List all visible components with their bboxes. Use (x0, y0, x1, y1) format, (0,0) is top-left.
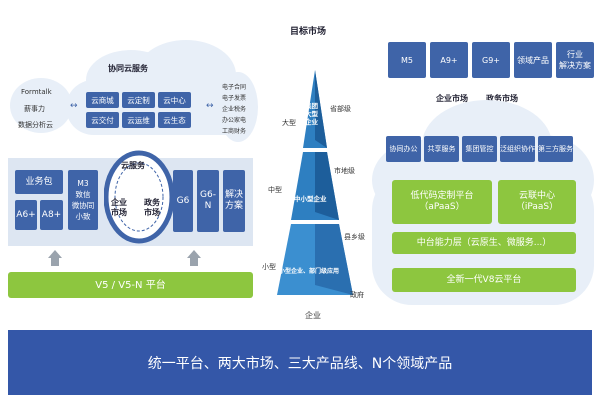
right-small-cloud (218, 72, 258, 142)
a6-plus-tile: A6+ (15, 200, 37, 230)
side-label-county: 县乡级 (344, 233, 365, 241)
top-product-tile: 行业 解决方案 (556, 42, 594, 78)
lowcode-tile: 低代码定制平台 （aPaaS） (392, 180, 492, 224)
cloud-center-tile: 云联中心 （iPaaS） (498, 180, 576, 224)
service-tile: 泛组织协作 (500, 136, 535, 162)
pyramid (275, 70, 355, 300)
left-small-cloud (10, 68, 72, 138)
cloud-service-tile: 云定制 (122, 92, 155, 108)
size-small: 小型 (262, 263, 276, 271)
service-tile: 第三方服务 (538, 136, 573, 162)
solution-tile: 解决 方案 (223, 170, 245, 232)
g6n-tile: G6-N (197, 170, 219, 232)
target-market-title: 目标市场 (290, 27, 327, 37)
pyramid-mid-label: 中小型企业 (294, 195, 327, 203)
side-label-provincial: 省部级 (330, 105, 351, 113)
data-cloud-label: 数据分析云 (18, 121, 53, 129)
top-product-tile: A9+ (430, 42, 468, 78)
market-circle (103, 145, 175, 245)
cloud-service-tile: 云中心 (158, 92, 191, 108)
pyramid-top-label: 集团 大型 企业 (305, 102, 318, 126)
up-arrow-right (187, 250, 201, 258)
up-arrow-left (48, 250, 62, 258)
g6-tile: G6 (173, 170, 193, 232)
service-list-item: 办公家电 (222, 117, 247, 124)
up-arrow-left-stem (51, 258, 59, 266)
service-list-item: 电子合同 (222, 84, 247, 91)
m3-tile: M3 致信 微协同 小致 (68, 170, 98, 230)
service-tile: 共享服务 (424, 136, 459, 162)
size-large: 大型 (282, 119, 296, 127)
business-package-tile: 业务包 (15, 170, 63, 194)
top-product-tile: 领域产品 (514, 42, 552, 78)
circle-left-label: 企业 市场 (111, 198, 127, 217)
cloud-service-tile: 云商城 (86, 92, 119, 108)
service-list-item: 工商财务 (222, 128, 247, 135)
left-double-arrow: ↔ (70, 101, 78, 111)
circle-top-label: 云服务 (121, 161, 145, 170)
size-mid: 中型 (268, 186, 282, 194)
service-tile: 集团管控 (462, 136, 497, 162)
pyramid-bottom-label: 小型企业、部门级应用 (279, 268, 340, 275)
cloud-service-tile: 云生态 (158, 112, 191, 128)
side-label-gov: 政府 (350, 291, 364, 299)
a8-plus-tile: A8+ (40, 200, 63, 230)
top-product-tile: G9+ (472, 42, 510, 78)
v5-platform-bar: V5 / V5-N 平台 (8, 272, 253, 298)
cloud-service-tile: 云运维 (122, 112, 155, 128)
bottom-banner: 统一平台、两大市场、三大产品线、N个领域产品 (8, 330, 592, 395)
v8-platform-tile: 全新一代V8云平台 (392, 268, 576, 292)
new-power-label: 薪事力 (24, 105, 45, 113)
formtalk-label: Formtalk (21, 88, 52, 96)
circle-right-label: 政务 市场 (144, 198, 160, 217)
service-list-item: 企业税务 (222, 106, 247, 113)
cloud-service-tile: 云交付 (86, 112, 119, 128)
up-arrow-right-stem (190, 258, 198, 266)
service-tile: 协同办公 (386, 136, 421, 162)
market-gov: 政务市场 (486, 94, 518, 103)
side-label-city: 市地级 (334, 167, 355, 175)
service-list-item: 电子发票 (222, 95, 247, 102)
cloud-service-title: 协同云服务 (108, 64, 148, 73)
bottom-enterprise: 企业 (305, 311, 321, 320)
mid-layer-tile: 中台能力层（云原生、微服务...） (392, 232, 576, 254)
top-product-tile: M5 (388, 42, 426, 78)
market-enterprise: 企业市场 (436, 94, 468, 103)
right-double-arrow: ↔ (206, 101, 214, 111)
